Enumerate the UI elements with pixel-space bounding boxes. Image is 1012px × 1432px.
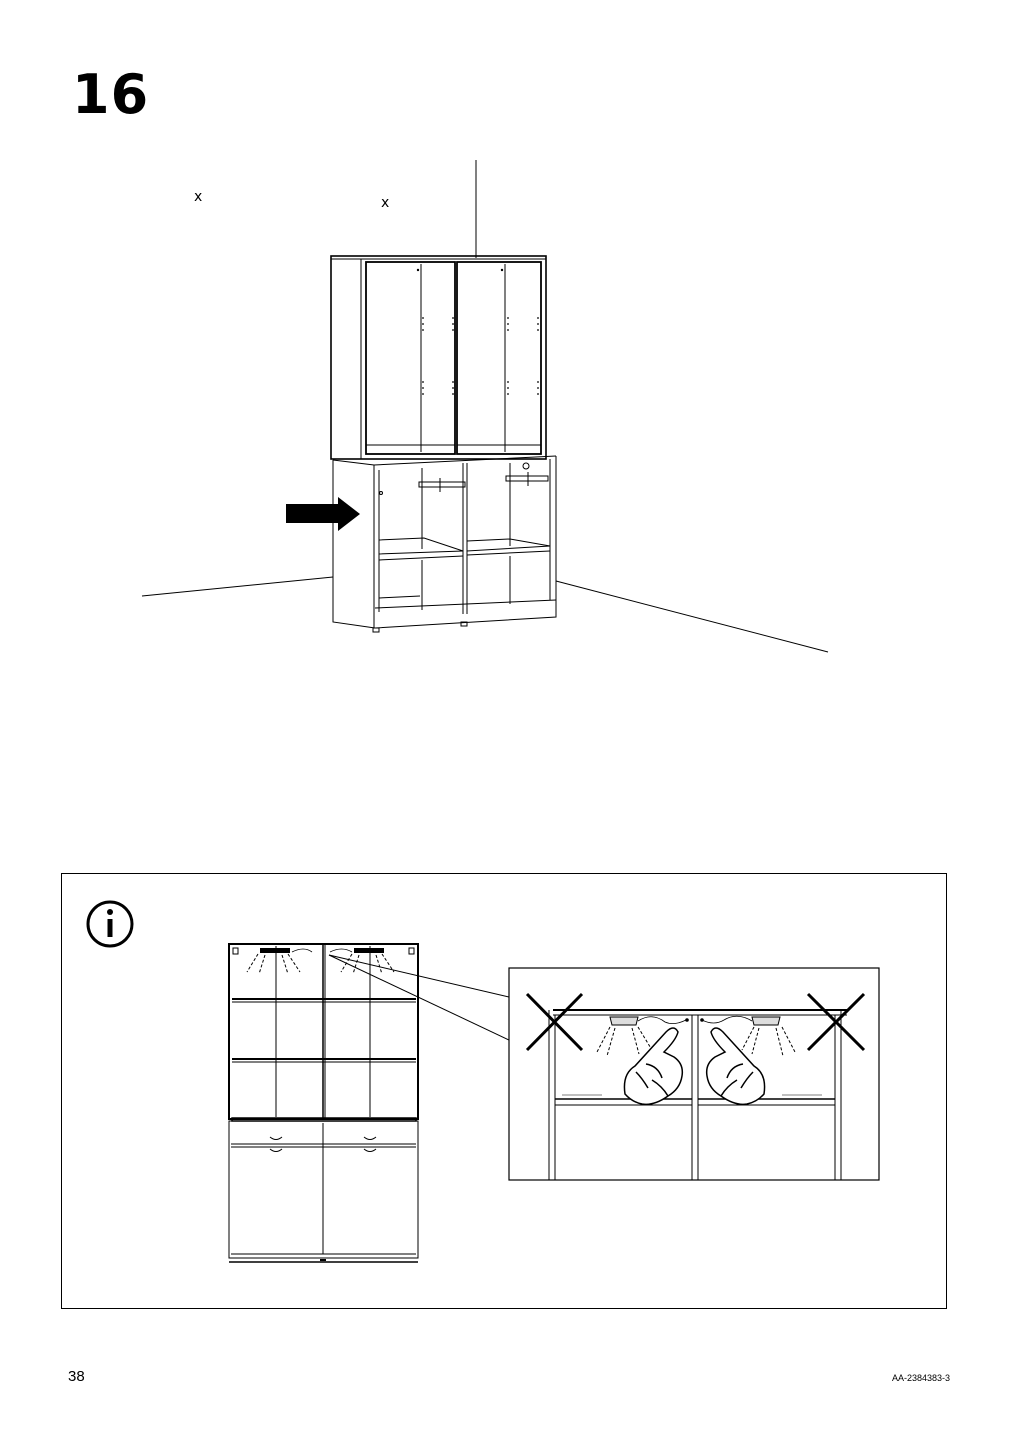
floor-line-left (141, 576, 334, 597)
cabinet-overview-drawing (228, 943, 419, 1263)
wall-mark: x (381, 195, 390, 211)
callout-line (328, 954, 510, 998)
floor-line-right (555, 580, 829, 653)
page-number: 38 (68, 1368, 85, 1385)
callout-line (328, 954, 510, 1041)
cabinet-assembly-illustration (141, 160, 829, 653)
step-number: 16 (72, 63, 150, 126)
prohibited-cross-icon (525, 992, 584, 1052)
detail-callout (508, 967, 880, 1181)
hand-pointing-icon (705, 1027, 766, 1106)
document-code: AA-2384383-3 (891, 1373, 950, 1383)
info-circle-icon (86, 900, 134, 948)
direction-arrow-icon (286, 497, 360, 531)
wall-mark: x (194, 189, 203, 205)
information-box (61, 873, 947, 1309)
lower-open-cabinet (332, 455, 557, 633)
upper-glass-cabinet (330, 255, 547, 460)
prohibited-cross-icon (806, 992, 866, 1052)
hand-pointing-icon (623, 1027, 684, 1106)
